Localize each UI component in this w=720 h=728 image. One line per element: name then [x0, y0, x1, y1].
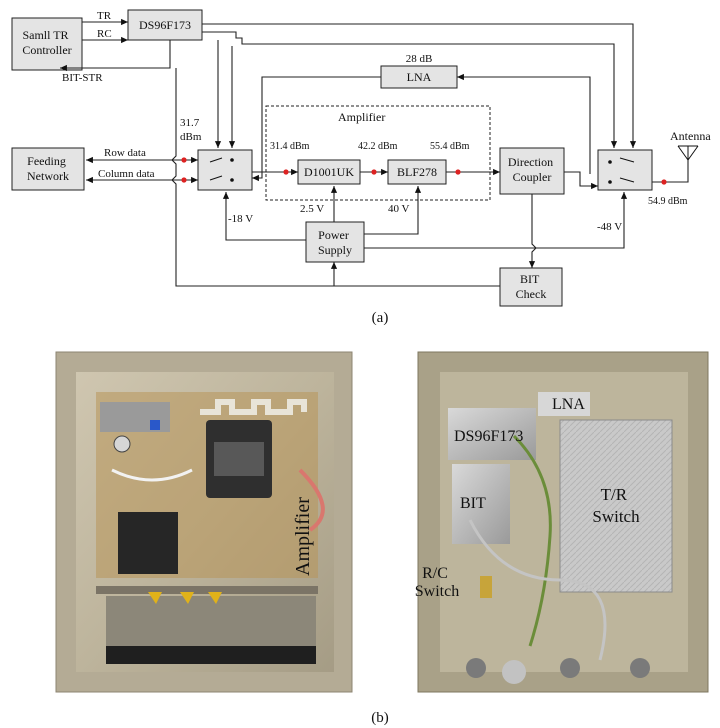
feeding-label: Feeding Network [27, 154, 69, 183]
tr-switch-line1: T/R [601, 485, 628, 504]
tr-label: TR [97, 10, 112, 22]
left-rail [96, 586, 318, 594]
bit-str-label: BIT-STR [62, 72, 103, 84]
photo-left: Amplifier [56, 352, 352, 692]
microstrip-trace [200, 402, 304, 412]
row-data-dot [181, 157, 186, 162]
p3-label: 55.4 dBm [430, 141, 470, 152]
blue-component [150, 420, 160, 430]
column-data-label: Column data [98, 168, 155, 180]
coupler-line1: Direction [508, 155, 553, 169]
left-lower-board [106, 596, 316, 646]
tr-switch-module [560, 420, 672, 592]
bit-check-line1: BIT [520, 272, 540, 286]
controller-label: Samll TR Controller [22, 28, 71, 57]
column-data-dot [181, 177, 186, 182]
antenna-icon [678, 146, 698, 160]
transformer-core [214, 442, 264, 476]
p3-dot [455, 169, 460, 174]
block-diagram: Samll TR Controller DS96F173 TR RC BIT-S… [12, 10, 711, 326]
bit-check-line2: Check [516, 287, 547, 301]
coupler-line2: Coupler [513, 170, 552, 184]
coupler-to-switch-wire [564, 172, 598, 186]
lna-gain-label: 28 dB [406, 53, 433, 65]
ds96-label: DS96F173 [139, 18, 191, 32]
amplifier-label: Amplifier [338, 110, 385, 124]
feeding-line1: Feeding [27, 154, 66, 168]
p1-label: 31.4 dBm [270, 141, 310, 152]
right-connector-4 [630, 658, 650, 678]
right-bit-label: BIT [460, 495, 486, 512]
p-in-label-2: dBm [180, 131, 202, 143]
rc-switch-line2: Switch [415, 583, 459, 600]
left-amplifier-label: Amplifier [292, 497, 314, 576]
feeding-line2: Network [27, 169, 69, 183]
power-label: Power Supply [318, 228, 352, 257]
lna-label: LNA [407, 70, 432, 84]
blf278-label: BLF278 [397, 165, 437, 179]
caption-b: (b) [371, 710, 389, 726]
v40-label: 40 V [388, 203, 410, 215]
rc-switch-box [198, 150, 252, 190]
caption-a: (a) [372, 310, 389, 326]
bit-check-label: BIT Check [516, 272, 547, 301]
d1001-label: D1001UK [304, 165, 354, 179]
ant-switch-box [598, 150, 652, 190]
rc-label: RC [97, 28, 112, 40]
antenna-label: Antenna [670, 129, 711, 143]
rc-switch-line1: R/C [422, 565, 448, 582]
right-lna-label: LNA [552, 396, 585, 413]
coupler-label: Direction Coupler [508, 155, 556, 184]
right-ds96-label: DS96F173 [454, 428, 523, 445]
p-ant-label: 54.9 dBm [648, 196, 688, 207]
p-ant-dot [661, 179, 666, 184]
p1-dot [283, 169, 288, 174]
power-line2: Supply [318, 243, 352, 257]
p-in-label-1: 31.7 [180, 117, 200, 129]
v-neg48-label: -48 V [597, 221, 622, 233]
power-line1: Power [318, 228, 349, 242]
rc-switch-connector [480, 576, 492, 598]
tr-switch-line2: Switch [592, 507, 640, 526]
row-data-label: Row data [104, 147, 146, 159]
photo-right: LNA DS96F173 BIT T/R Switch R/C Switch [415, 352, 708, 692]
left-bottom-strip [106, 646, 316, 664]
right-connector-2 [502, 660, 526, 684]
p2-label: 42.2 dBm [358, 141, 398, 152]
trimmer-component [114, 436, 130, 452]
ds96-to-ant-switch-2 [202, 32, 614, 148]
controller-line2: Controller [22, 43, 71, 57]
v25-label: 2.5 V [300, 203, 324, 215]
right-connector-1 [466, 658, 486, 678]
coupler-to-bit-wire [532, 194, 536, 268]
v-neg18-label: -18 V [228, 213, 253, 225]
p2-dot [371, 169, 376, 174]
bit-to-power-wire [334, 262, 500, 286]
controller-line1: Samll TR [22, 28, 68, 42]
switch-to-antenna-wire [652, 160, 688, 182]
right-connector-3 [560, 658, 580, 678]
capacitor-bank [118, 512, 178, 574]
